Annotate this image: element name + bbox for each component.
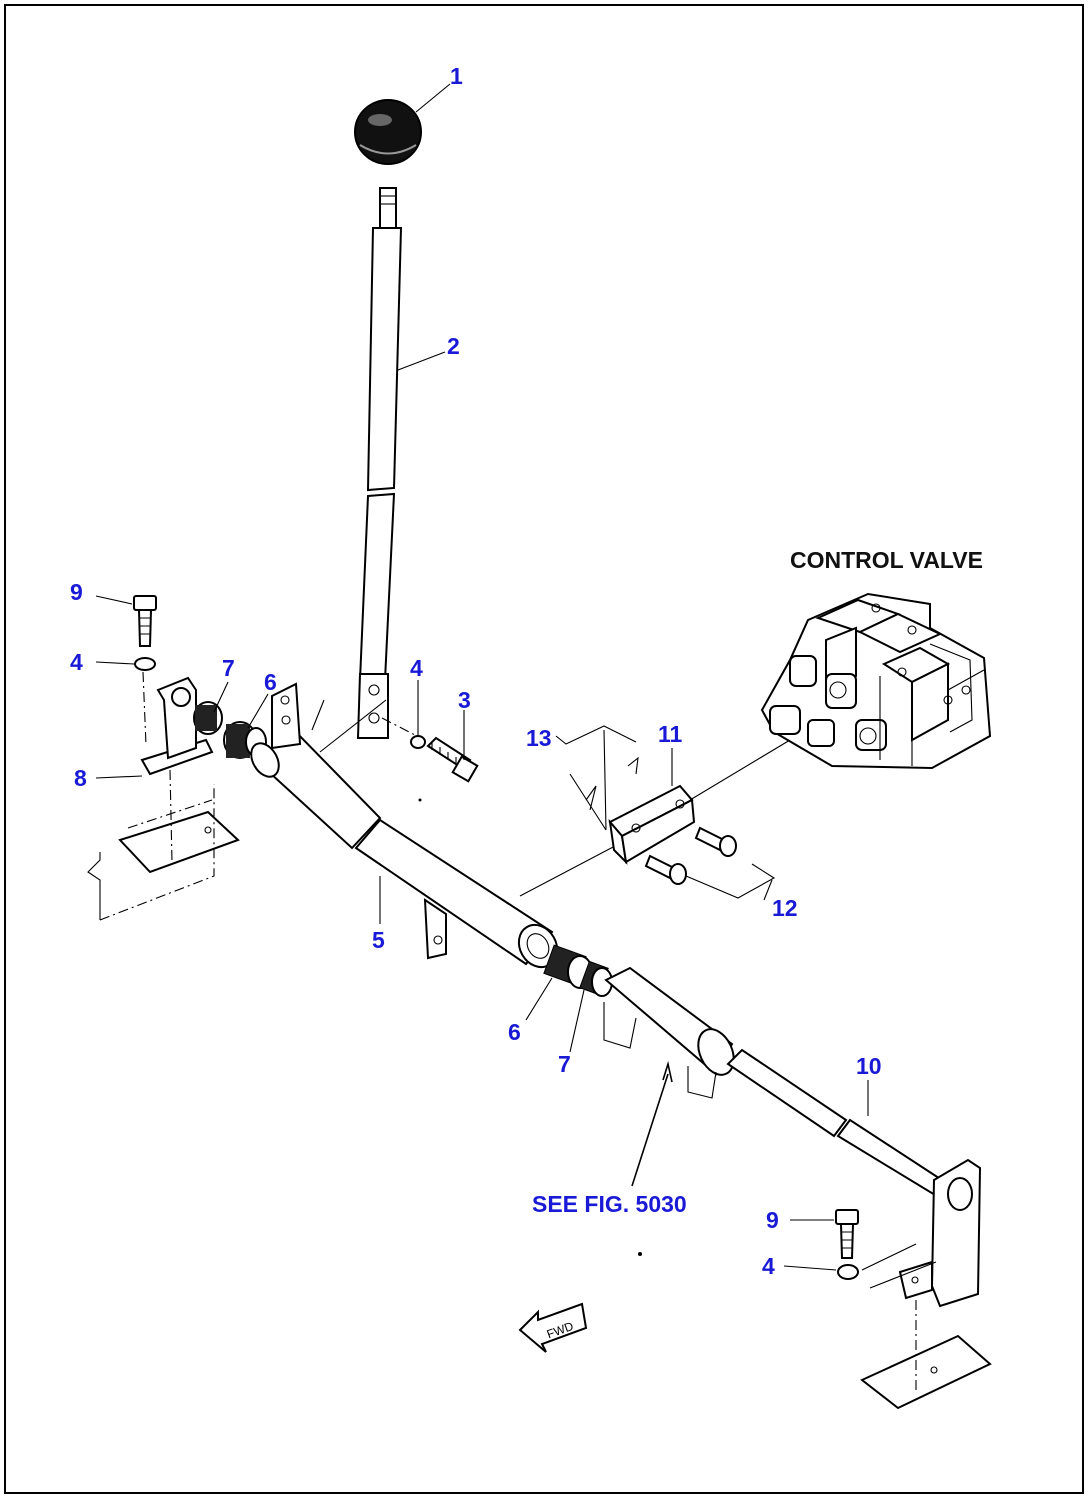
fwd-arrow xyxy=(518,1302,588,1353)
callout-4-bottom: 4 xyxy=(762,1253,775,1279)
callout-9-left: 9 xyxy=(70,579,83,605)
link-to-valve xyxy=(689,739,791,801)
callout-2: 2 xyxy=(447,333,460,359)
mid-housing xyxy=(603,966,735,1099)
mid-bushings xyxy=(543,944,613,997)
callout-6-mid: 6 xyxy=(508,1019,521,1045)
lever-shaft xyxy=(356,187,403,739)
callout-11: 11 xyxy=(658,721,683,747)
callout-7-left: 7 xyxy=(222,655,235,681)
see-fig-reference: SEE FIG. 5030 xyxy=(532,1191,687,1217)
callout-12: 12 xyxy=(772,895,798,921)
right-floor-plate xyxy=(860,1300,992,1410)
callout-3: 3 xyxy=(458,687,471,713)
right-rod xyxy=(726,1048,982,1308)
control-valve xyxy=(760,592,992,770)
right-bolt xyxy=(835,1209,937,1289)
cross-shaft xyxy=(250,682,616,969)
lever-knob xyxy=(354,99,422,165)
see-fig-arrow xyxy=(631,1060,673,1187)
clevis-pins xyxy=(644,826,737,885)
lever-bolt xyxy=(381,717,479,783)
leader-lines xyxy=(95,83,869,1271)
stray-dot-2 xyxy=(418,798,422,802)
left-bracket xyxy=(140,671,214,776)
callout-8: 8 xyxy=(74,765,87,791)
callout-7-mid: 7 xyxy=(558,1051,571,1077)
left-floor-plate xyxy=(87,769,240,921)
control-valve-title: CONTROL VALVE xyxy=(790,547,983,573)
callout-4-mid: 4 xyxy=(410,655,423,681)
callout-6-left: 6 xyxy=(264,669,277,695)
callout-13: 13 xyxy=(526,725,552,751)
callout-9-bottom: 9 xyxy=(766,1207,779,1233)
left-bolt xyxy=(133,595,157,671)
stray-dot xyxy=(638,1252,642,1256)
callout-4-left: 4 xyxy=(70,649,83,675)
callout-5: 5 xyxy=(372,927,385,953)
callout-1: 1 xyxy=(450,63,463,89)
callout-10: 10 xyxy=(856,1053,882,1079)
clevis-link xyxy=(585,756,696,865)
